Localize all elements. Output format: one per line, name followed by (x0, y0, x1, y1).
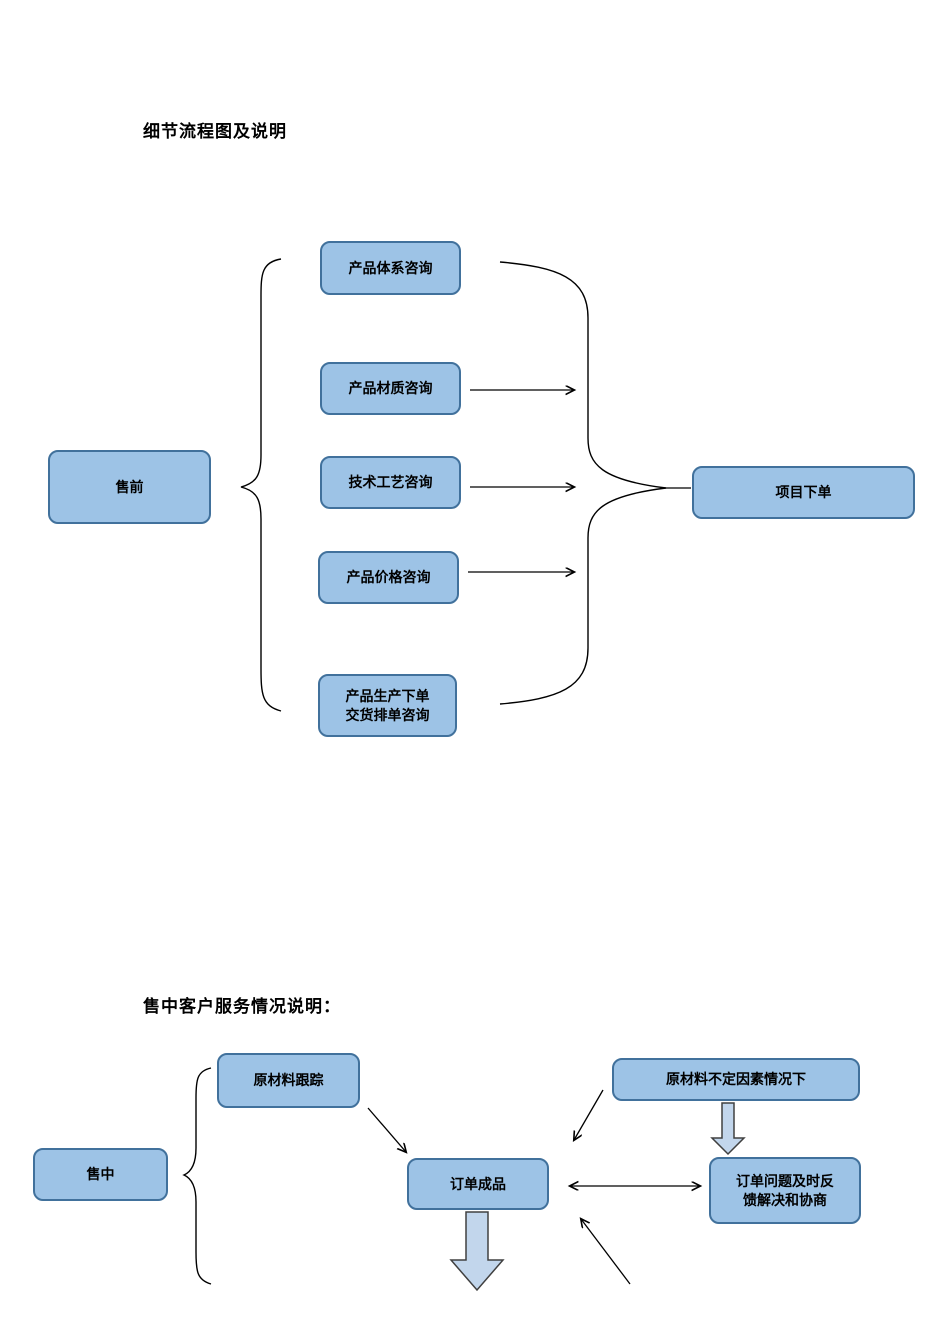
arrow-tracking-to-product-icon (367, 1107, 406, 1152)
flow-box-label: 产品材质咨询 (348, 380, 433, 397)
presale-right-brace-icon (499, 261, 667, 705)
flow-box-midsale-stage: 售中 (33, 1148, 168, 1201)
flow-box-label: 技术工艺咨询 (348, 474, 433, 491)
flow-box-tech-process-consult: 技术工艺咨询 (320, 456, 461, 509)
arrow-uncertainty-to-product-icon (574, 1089, 604, 1140)
flow-box-presale-stage: 售前 (48, 450, 211, 524)
flow-box-label: 订单成品 (450, 1175, 506, 1192)
flow-box-order-product: 订单成品 (407, 1158, 549, 1210)
flow-box-product-material-consult: 产品材质咨询 (320, 362, 461, 415)
flow-box-label: 原材料不定因素情况下 (666, 1071, 806, 1088)
flow-box-production-order-consult: 产品生产下单 交货排单咨询 (318, 674, 457, 737)
block-arrow-product-down-icon (449, 1211, 505, 1292)
flow-box-project-order: 项目下单 (692, 466, 915, 519)
flow-box-label: 订单问题及时反 馈解决和协商 (736, 1172, 834, 1208)
midsale-left-brace-icon (182, 1067, 212, 1285)
flow-box-order-issue-feedback: 订单问题及时反 馈解决和协商 (709, 1157, 861, 1224)
arrow-bottom-to-product-icon (581, 1219, 631, 1285)
flow-box-raw-material-tracking: 原材料跟踪 (217, 1053, 360, 1108)
flow-box-product-system-consult: 产品体系咨询 (320, 241, 461, 295)
block-arrow-uncertainty-down-icon (710, 1102, 746, 1156)
flow-box-product-price-consult: 产品价格咨询 (318, 551, 459, 604)
flow-box-label: 产品价格咨询 (346, 569, 431, 586)
flow-box-raw-material-uncertainty: 原材料不定因素情况下 (612, 1058, 860, 1101)
flow-box-label: 原材料跟踪 (253, 1072, 324, 1089)
flow-box-label: 产品生产下单 交货排单咨询 (345, 687, 430, 723)
flow-box-label: 售中 (86, 1166, 115, 1183)
flow-box-label: 售前 (115, 478, 144, 495)
heading-detail-flowchart: 细节流程图及说明 (143, 122, 287, 141)
heading-midsale-service: 售中客户服务情况说明： (143, 997, 341, 1016)
flow-box-label: 产品体系咨询 (348, 259, 433, 276)
flow-box-label: 项目下单 (775, 484, 832, 501)
presale-left-brace-icon (240, 258, 282, 712)
